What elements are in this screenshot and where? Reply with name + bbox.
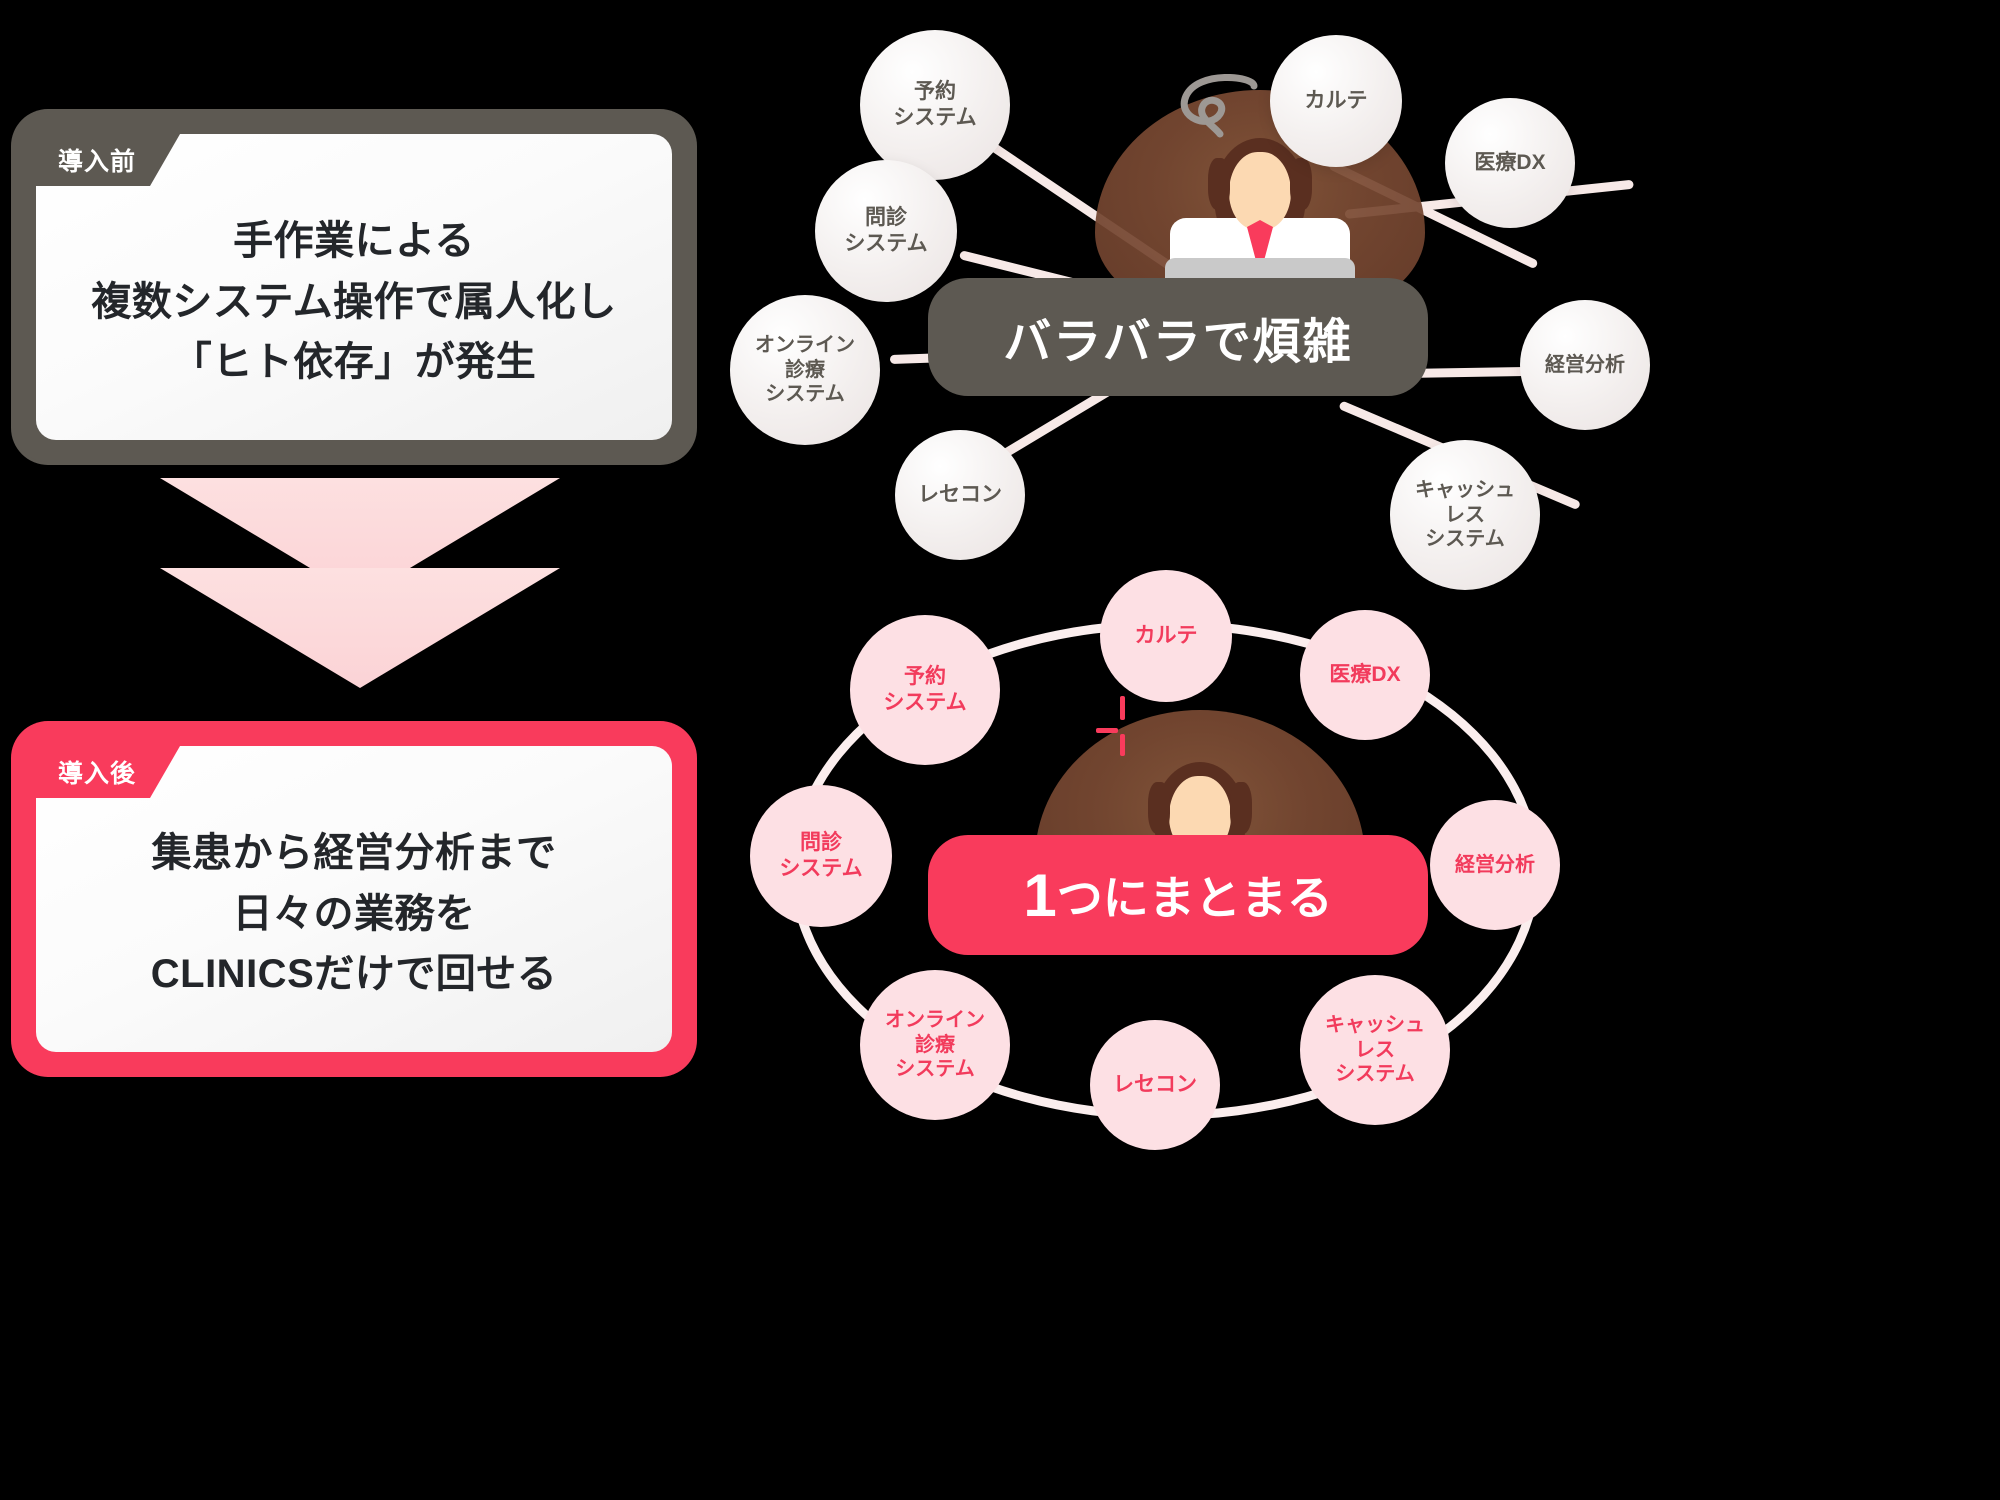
node-medical-dx: 医療DX (1300, 610, 1430, 740)
node-label-line3: システム (895, 1058, 975, 1081)
person-hair-right (1230, 782, 1252, 834)
node-cashless-system: キャッシュ レス システム (1300, 975, 1450, 1125)
after-card-text: 集患から経営分析まで 日々の業務を CLINICSだけで回せる (36, 793, 672, 1005)
node-label-line1: レセコン (918, 483, 1002, 507)
before-line-2: 複数システム操作で属人化し (91, 279, 617, 324)
node-reservation-system: 予約 システム (850, 615, 1000, 765)
after-center-badge-label: つにまとまる (1056, 872, 1333, 924)
person-hair-left (1208, 158, 1230, 210)
before-center-badge: バラバラで煩雑 (928, 278, 1428, 396)
before-diagram: 予約 システム カルテ 医療DX 問診 システム 経営分析 オンライン 診療 シ… (730, 0, 2000, 600)
node-label-line2: レス (1445, 503, 1485, 526)
before-line-3: 「ヒト依存」が発生 (171, 340, 537, 385)
node-label-line3: システム (765, 383, 845, 406)
node-label-line2: 診療 (785, 358, 825, 381)
node-label-line1: 問診 (865, 206, 907, 230)
after-center-badge-number: 1 (1023, 861, 1057, 929)
before-card-body: 手作業による 複数システム操作で属人化し 「ヒト依存」が発生 (36, 134, 672, 440)
node-label-line1: カルテ (1134, 624, 1198, 648)
before-card: 手作業による 複数システム操作で属人化し 「ヒト依存」が発生 導入前 (14, 112, 694, 462)
node-label-line2: 診療 (915, 1033, 955, 1056)
after-line-3: CLINICSだけで回せる (150, 952, 558, 997)
person-hair-right (1290, 158, 1312, 210)
before-center-badge-label: バラバラで煩雑 (1003, 316, 1353, 369)
down-arrow-icon (160, 478, 560, 718)
sigh-swirl-icon (1180, 74, 1258, 138)
node-label-line2: システム (883, 691, 967, 714)
node-label-line1: 医療DX (1474, 151, 1546, 175)
node-management-analysis: 経営分析 (1430, 800, 1560, 930)
node-label-line3: システム (1425, 528, 1505, 551)
after-center-badge: 1 つにまとまる (928, 835, 1428, 955)
node-label-line1: 経営分析 (1455, 853, 1535, 876)
node-label-line1: 経営分析 (1545, 353, 1625, 376)
node-label-line1: 医療DX (1329, 663, 1401, 687)
person-head (1229, 152, 1291, 230)
after-diagram: カルテ 医療DX 経営分析 キャッシュ レス システム レセコン オンライン 診… (750, 570, 2000, 1500)
node-online-care-system: オンライン 診療 システム (730, 295, 880, 445)
node-label-line1: キャッシュ (1415, 479, 1515, 502)
after-card-tag: 導入後 (36, 746, 180, 798)
node-label-line1: オンライン (755, 334, 855, 357)
node-karte: カルテ (1100, 570, 1232, 702)
node-label-line2: レス (1355, 1038, 1395, 1061)
before-card-text: 手作業による 複数システム操作で属人化し 「ヒト依存」が発生 (36, 181, 672, 393)
person-hair-left (1148, 782, 1170, 834)
node-label-line2: システム (844, 232, 928, 255)
node-rececon: レセコン (895, 430, 1025, 560)
node-label-line1: レセコン (1113, 1073, 1197, 1097)
node-label-line3: システム (1335, 1063, 1415, 1086)
node-rececon: レセコン (1090, 1020, 1220, 1150)
node-label-line1: 予約 (904, 665, 946, 689)
down-arrow-chevron-2 (160, 568, 560, 688)
node-online-care-system: オンライン 診療 システム (860, 970, 1010, 1120)
node-karte: カルテ (1270, 35, 1402, 167)
node-interview-system: 問診 システム (815, 160, 957, 302)
node-label-line2: システム (893, 106, 977, 129)
node-label-line1: オンライン (885, 1009, 985, 1032)
node-interview-system: 問診 システム (750, 785, 892, 927)
node-label-line1: キャッシュ (1325, 1014, 1425, 1037)
node-label-line1: 予約 (914, 80, 956, 104)
node-label-line2: システム (779, 857, 863, 880)
node-label-line1: カルテ (1304, 89, 1368, 113)
node-label-line1: 問診 (800, 831, 842, 855)
after-line-2: 日々の業務を (232, 891, 476, 936)
node-medical-dx: 医療DX (1445, 98, 1575, 228)
sparkle-icon (1096, 696, 1150, 756)
node-cashless-system: キャッシュ レス システム (1390, 440, 1540, 590)
node-management-analysis: 経営分析 (1520, 300, 1650, 430)
node-reservation-system: 予約 システム (860, 30, 1010, 180)
before-line-1: 手作業による (233, 218, 475, 263)
after-card: 集患から経営分析まで 日々の業務を CLINICSだけで回せる 導入後 (14, 724, 694, 1074)
after-line-1: 集患から経営分析まで (151, 830, 557, 875)
